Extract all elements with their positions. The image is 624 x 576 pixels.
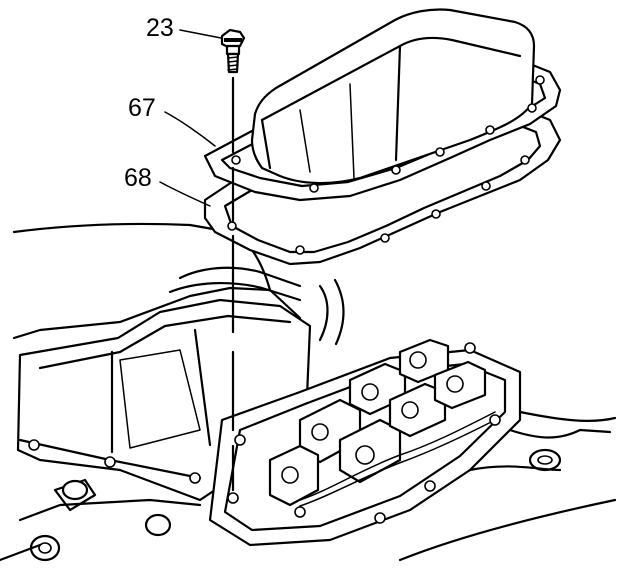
callout-68: 68 [124,164,152,192]
valve-cover-icon [203,8,562,202]
assembly-line [227,76,239,504]
callout-23: 23 [146,14,174,42]
bolt-icon [220,28,246,74]
callout-67: 67 [128,94,156,122]
rocker-assembly [268,338,498,507]
engine-head-icon [0,222,617,562]
callout-leaders [159,29,222,207]
